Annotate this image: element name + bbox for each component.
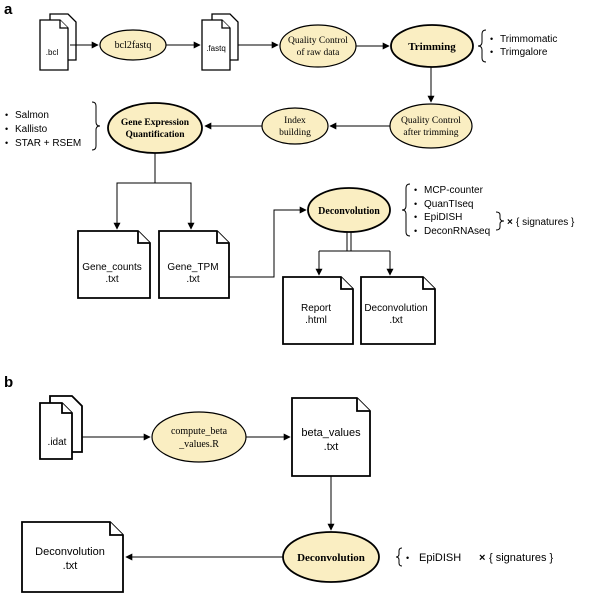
beta-values-line1: beta_values — [301, 427, 361, 439]
deconv-bullet-4: • — [414, 226, 417, 236]
panel-a-arrows — [70, 41, 435, 278]
deconv-bullet-3: • — [414, 212, 417, 222]
step-index-line2: building — [279, 128, 311, 138]
step-deconvolution-a: Deconvolution — [307, 187, 391, 233]
step-qc-raw-line2: of raw data — [297, 47, 341, 58]
step-compute-beta-line2: _values.R — [178, 439, 219, 450]
times-icon-b: × — [479, 552, 485, 564]
times-icon-a: × — [507, 217, 513, 228]
step-qc-after-line2: after trimming — [403, 127, 458, 138]
step-trimming: Trimming — [390, 24, 474, 68]
trimming-tool-2: Trimgalore — [500, 47, 548, 58]
deconvolution-a-line1: Deconvolution — [364, 303, 427, 314]
step-deconvolution-b-label: Deconvolution — [297, 552, 365, 564]
deconvolution-b-line2: .txt — [63, 560, 78, 572]
panel-b-label: b — [4, 374, 13, 391]
report-line1: Report — [301, 303, 331, 314]
deconv-tool-3: EpiDISH — [424, 212, 462, 223]
deconv-tool-2: QuanTIseq — [424, 199, 473, 210]
step-gene-expression-line2: Quantification — [125, 130, 185, 140]
step-index-line1: Index — [284, 116, 306, 126]
quant-tool-2: Kallisto — [15, 124, 48, 135]
step-compute-beta-line1: compute_beta — [171, 426, 228, 437]
step-qc-after: Quality Control after trimming — [389, 103, 473, 149]
step-gene-expression-line1: Gene Expression — [121, 118, 190, 128]
deconvolution-a-file-icon: Deconvolution .txt — [360, 276, 436, 345]
deconv-b-brace — [395, 547, 403, 567]
gene-tpm-line2: .txt — [186, 274, 200, 285]
step-bcl2fastq-label: bcl2fastq — [115, 40, 152, 51]
step-bcl2fastq: bcl2fastq — [99, 29, 167, 61]
trimming-bullet-1: • — [490, 34, 493, 44]
deconv-bullet-2: • — [414, 199, 417, 209]
deconvolution-a-line2: .txt — [389, 315, 403, 326]
deconvolution-b-file-icon: Deconvolution .txt — [21, 521, 124, 593]
quant-tool-1: Salmon — [15, 110, 49, 121]
gene-counts-file-icon: Gene_counts .txt — [77, 230, 151, 299]
quant-bullet-2: • — [5, 124, 8, 134]
report-file-icon: Report .html — [282, 276, 354, 345]
step-qc-raw-line1: Quality Control — [288, 36, 348, 46]
step-trimming-label: Trimming — [408, 41, 456, 53]
deconv-tools-brace — [401, 183, 411, 237]
bcl-file-icon: .bcl — [39, 13, 77, 71]
fastq-file-icon: .fastq — [201, 13, 239, 71]
quant-bullet-3: • — [5, 138, 8, 148]
step-index-building: Index building — [261, 107, 329, 145]
deconvolution-b-line1: Deconvolution — [35, 546, 105, 558]
trimming-bullet-2: • — [490, 47, 493, 57]
deconv-bullet-1: • — [414, 185, 417, 195]
idat-file-label: .idat — [48, 437, 67, 448]
gene-tpm-line1: Gene_TPM — [167, 262, 218, 273]
trimming-tools-brace — [477, 29, 487, 63]
fastq-file-label: .fastq — [206, 44, 226, 53]
panel-b-arrows — [82, 433, 335, 561]
step-gene-expression: Gene Expression Quantification — [107, 102, 203, 154]
trimming-tool-1: Trimmomatic — [500, 34, 557, 45]
quant-bullet-1: • — [5, 110, 8, 120]
gene-counts-line2: .txt — [105, 274, 119, 285]
panel-a-label: a — [4, 1, 13, 18]
beta-values-line2: .txt — [324, 441, 339, 453]
step-deconvolution-b: Deconvolution — [282, 531, 380, 583]
deconv-tools-right-brace — [495, 211, 505, 231]
step-deconvolution-a-label: Deconvolution — [318, 206, 380, 217]
gene-counts-line1: Gene_counts — [82, 262, 142, 273]
signatures-label-a: { signatures } — [516, 217, 575, 228]
idat-file-icon: .idat — [39, 395, 83, 460]
step-compute-beta: compute_beta _values.R — [151, 411, 247, 463]
deconv-b-bullet: • — [406, 553, 409, 563]
deconv-tool-4: DeconRNAseq — [424, 226, 490, 237]
deconv-b-tool-1: EpiDISH — [419, 552, 461, 564]
bcl-file-label: .bcl — [46, 48, 59, 57]
quant-tools-brace — [91, 101, 101, 151]
gene-tpm-file-icon: Gene_TPM .txt — [158, 230, 230, 299]
step-qc-raw: Quality Control of raw data — [279, 24, 357, 68]
beta-values-file-icon: beta_values .txt — [291, 397, 371, 477]
signatures-label-b: { signatures } — [489, 552, 554, 564]
step-qc-after-line1: Quality Control — [401, 116, 461, 126]
quant-tool-3: STAR + RSEM — [15, 138, 81, 149]
deconv-tool-1: MCP-counter — [424, 185, 484, 196]
report-line2: .html — [305, 315, 327, 326]
